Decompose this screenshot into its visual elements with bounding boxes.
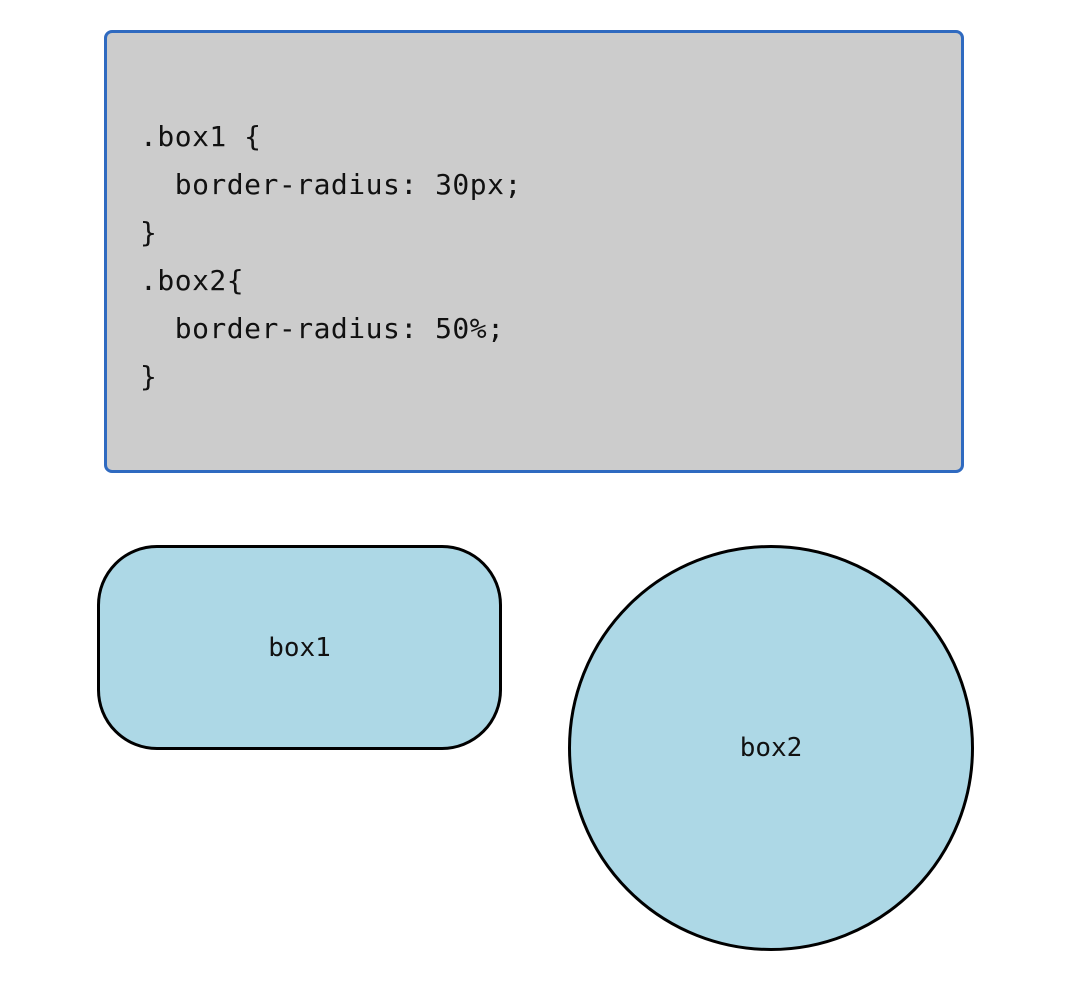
code-line-box1-open: .box1 { [140,120,262,153]
code-line-box1-close: } [140,216,158,249]
box1-label: box1 [268,632,331,663]
box2-label: box2 [739,733,803,763]
code-line-box1-radius: border-radius: 30px; [140,168,522,201]
code-lines: .box1 { border-radius: 30px; } .box2{ bo… [140,113,522,401]
box1-rounded-rectangle: box1 [97,545,502,750]
code-line-box2-radius: border-radius: 50%; [140,312,505,345]
css-code-panel: .box1 { border-radius: 30px; } .box2{ bo… [104,30,964,473]
box2-circle: box2 [568,545,974,951]
code-line-box2-open: .box2{ [140,264,245,297]
code-line-box2-close: } [140,360,158,393]
